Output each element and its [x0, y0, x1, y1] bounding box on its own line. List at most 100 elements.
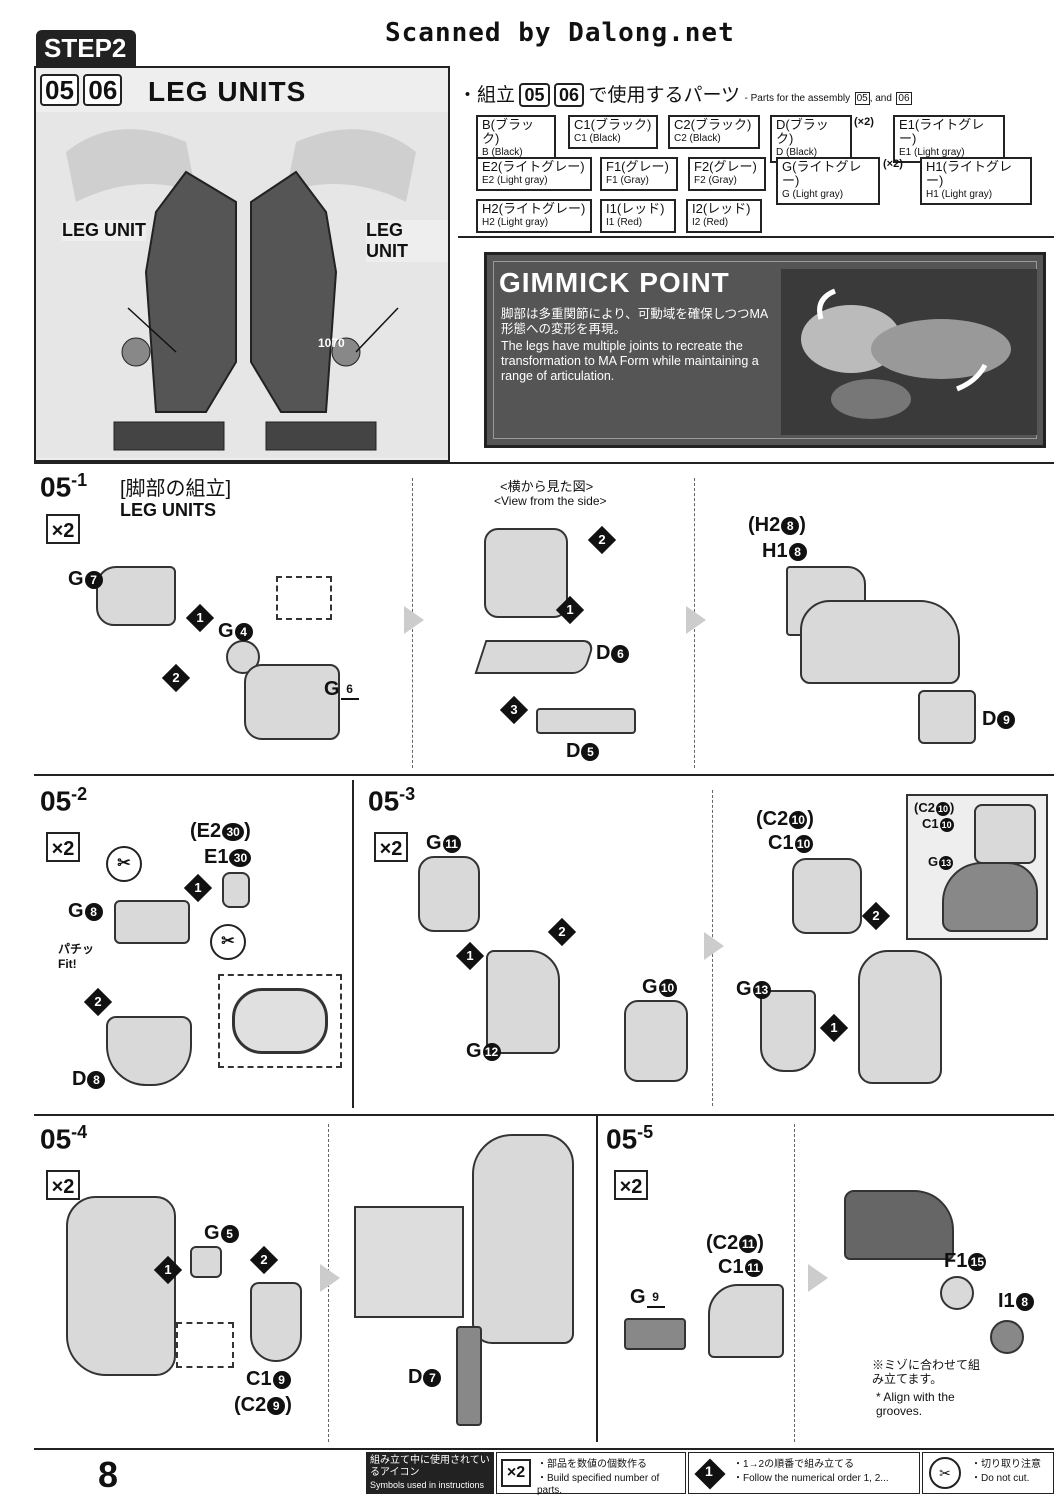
- parts-cell-i2: I2(レッド)I2 (Red): [686, 199, 762, 233]
- label-c2-05-3-close: ): [807, 808, 814, 830]
- parts-cell-e1-en: E1 (Light gray): [899, 147, 965, 158]
- no-cut-icon-2: ✂: [210, 924, 246, 960]
- parts-cell-c1-en: C1 (Black): [574, 133, 621, 144]
- section-05-2-sub: -2: [71, 784, 88, 804]
- parts-heading-num-05: 05: [519, 83, 550, 107]
- leg-unit-label-right: LEG UNIT: [366, 220, 448, 262]
- label-e1-text: E1: [204, 846, 229, 868]
- label-c2-05-3-text: (C2: [756, 808, 789, 830]
- section-05-4-sub: -4: [71, 1122, 88, 1142]
- section-05-1-label: 05-1: [40, 470, 87, 503]
- section-05-2-num: 05: [40, 785, 72, 817]
- label-i1-text: I1: [998, 1290, 1015, 1312]
- section-05-1-num: 05: [40, 471, 72, 503]
- top-divider: [34, 462, 1054, 464]
- divider-05-2: [352, 780, 354, 1108]
- part-d9-shape: [918, 690, 976, 744]
- part-g9-shape: [624, 1318, 686, 1350]
- step-numbers: 05 06: [40, 74, 123, 106]
- label-d6-num: 6: [611, 644, 630, 663]
- inset-label-g13-num: 13: [939, 855, 954, 870]
- legend-order-icon: 1: [705, 1463, 713, 1479]
- parts-cell-i1: I1(レッド)I1 (Red): [600, 199, 676, 233]
- parts-cell-f1: F1(グレー)F1 (Gray): [600, 157, 678, 191]
- label-h1-num: 8: [788, 542, 807, 561]
- rotate-arrow-icon-2: [956, 363, 988, 392]
- label-c1-05-5-num: 11: [744, 1258, 763, 1277]
- step-marker-1e: 1: [819, 1013, 849, 1043]
- legend-title-en: Symbols used in instructions: [370, 1480, 485, 1490]
- legend-x2: ×2 ・部品を数値の個数作る ・Build specified number o…: [496, 1452, 686, 1496]
- label-c2-05-4-text: (C2: [234, 1394, 267, 1416]
- section-05-3-sub: -3: [399, 784, 416, 804]
- parts-heading-en-and: , and: [869, 93, 892, 104]
- label-d5-num: 5: [581, 742, 600, 761]
- part-g6-shape: [244, 664, 340, 740]
- parts-cell-h1-jp: H1(ライトグレー): [926, 159, 1012, 188]
- parts-cell-c2-jp: C2(ブラック): [674, 117, 752, 132]
- part-c1-05-5-shape: [708, 1284, 784, 1358]
- parts-cell-c1: C1(ブラック)C1 (Black): [568, 115, 658, 149]
- inset-label-g13-text: G: [928, 854, 939, 869]
- side-view-jp: <横から見た図>: [500, 479, 594, 494]
- part-f1-shape: [940, 1276, 974, 1310]
- part-leg-assembly-05-5-shape: [844, 1190, 954, 1260]
- parts-cell-g: G(ライトグレー)G (Light gray): [776, 157, 880, 205]
- label-c2-05-4-close: ): [285, 1394, 292, 1416]
- step-marker-1d: 1: [455, 941, 485, 971]
- step-marker-2e: 2: [861, 901, 891, 931]
- label-e2-num: 30: [222, 822, 245, 841]
- section-05-3-num: 05: [368, 785, 400, 817]
- parts-cell-e1: E1(ライトグレー)E1 (Light gray): [893, 115, 1005, 163]
- step-num-05: 05: [40, 74, 79, 106]
- gimmick-text-en: The legs have multiple joints to recreat…: [501, 339, 759, 383]
- parts-cell-f2-en: F2 (Gray): [694, 175, 737, 186]
- parts-mult-g: (×2): [883, 158, 903, 170]
- inset-detail-05-2: [218, 974, 342, 1068]
- leg-units-illustration: [36, 112, 448, 458]
- parts-cell-f2: F2(グレー)F2 (Gray): [688, 157, 766, 191]
- label-d9-text: D: [982, 708, 997, 730]
- step-marker-1f: 1: [153, 1255, 183, 1285]
- part-g11-shape: [418, 856, 480, 932]
- divider-05-5: [596, 1116, 598, 1442]
- next-arrow-icon-5: [808, 1264, 828, 1292]
- legend-title: 組み立て中に使用されているアイコン Symbols used in instru…: [366, 1452, 494, 1494]
- parts-heading-en: - Parts for the assembly: [744, 93, 851, 104]
- section-05-3-label: 05-3: [368, 784, 415, 817]
- label-c2-05-5-num: 11: [739, 1234, 758, 1253]
- section-05-4-count-x2: ×2: [46, 1170, 80, 1200]
- parts-cell-f2-jp: F2(グレー): [694, 159, 757, 174]
- inset-label-c1-num: 10: [939, 817, 954, 832]
- leg-unit-label-left: LEG UNIT: [62, 220, 146, 241]
- parts-cell-i1-jp: I1(レッド): [606, 201, 665, 216]
- label-g11-num: 11: [442, 834, 461, 853]
- legend-x2-en: ・Build specified number of parts.: [537, 1473, 660, 1496]
- ring-detail-shape: [232, 988, 328, 1054]
- part-d7-shape: [456, 1326, 482, 1426]
- label-g4-num: 4: [234, 622, 253, 641]
- parts-cell-e1-jp: E1(ライトグレー): [899, 117, 985, 146]
- parts-divider: [458, 236, 1054, 238]
- label-g10-num: 10: [658, 978, 677, 997]
- step-marker-1b: 1: [555, 595, 585, 625]
- part-d8-shape: [106, 1016, 192, 1086]
- label-g9-text: G: [630, 1286, 646, 1308]
- label-c1-05-5-text: C1: [718, 1256, 744, 1278]
- label-d5-text: D: [566, 740, 581, 762]
- inset-label-c2-close: ): [949, 800, 955, 815]
- next-arrow-icon-2: [686, 606, 706, 634]
- step-tab: STEP2: [36, 30, 136, 66]
- label-g13-num: 13: [752, 980, 771, 999]
- part-g10-shape: [624, 1000, 688, 1082]
